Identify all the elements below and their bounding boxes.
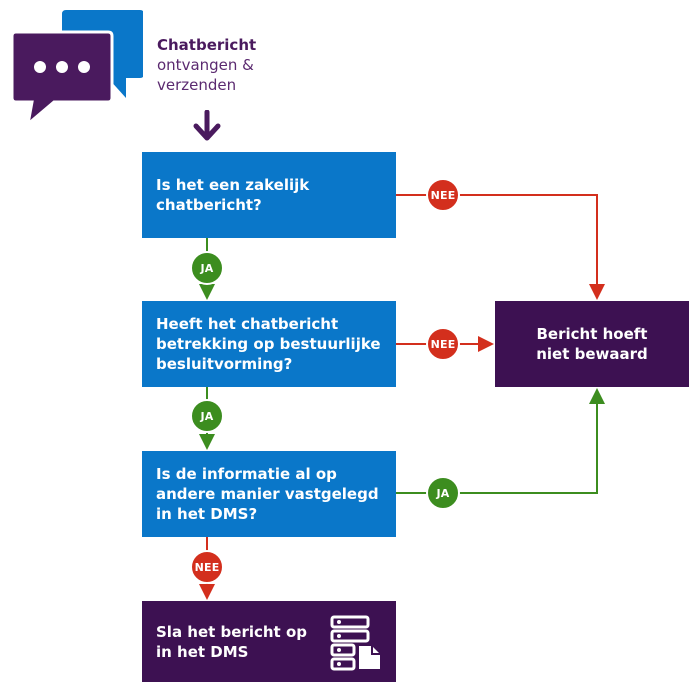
yes-badge-step3: JA — [426, 476, 460, 510]
question3-line2: andere manier vastgelegd — [156, 485, 379, 503]
header-subtitle-line2: verzenden — [157, 76, 237, 94]
outcome-store-line1: Sla het bericht op — [156, 622, 307, 641]
outcome-box-not-stored: Bericht hoeft niet bewaard — [495, 301, 689, 387]
question-box-decision-making: Heeft het chatbericht betrekking op best… — [142, 301, 396, 387]
question1-line2: chatbericht? — [156, 196, 262, 214]
outcome-box-store-dms: Sla het bericht op in het DMS — [142, 601, 396, 682]
no-badge-step1: NEE — [426, 178, 460, 212]
yes-badge-step1: JA — [190, 251, 224, 285]
question-box-business-chat: Is het een zakelijk chatbericht? — [142, 152, 396, 238]
question3-line3: in het DMS? — [156, 505, 258, 523]
connector-step3-notstored — [396, 388, 605, 494]
header-text: Chatbericht ontvangen & verzenden — [157, 35, 256, 95]
yes-badge-step2: JA — [190, 399, 224, 433]
outcome-not-stored-line1: Bericht hoeft — [536, 325, 648, 343]
outcome-not-stored-line2: niet bewaard — [536, 345, 648, 363]
question2-line3: besluitvorming? — [156, 355, 293, 373]
question1-line1: Is het een zakelijk — [156, 176, 310, 194]
question2-line1: Heeft het chatbericht — [156, 315, 339, 333]
header-title: Chatbericht — [157, 36, 257, 54]
server-document-icon — [328, 613, 384, 671]
header-subtitle-line1: ontvangen & — [157, 56, 254, 74]
question2-line2: betrekking op bestuurlijke — [156, 335, 381, 353]
no-badge-step3: NEE — [190, 550, 224, 584]
question3-line1: Is de informatie al op — [156, 465, 337, 483]
question-box-already-recorded: Is de informatie al op andere manier vas… — [142, 451, 396, 537]
connector-step1-notstored — [396, 194, 605, 300]
outcome-store-line2: in het DMS — [156, 642, 249, 661]
no-badge-step2: NEE — [426, 327, 460, 361]
chat-bubbles-icon — [8, 6, 144, 128]
down-arrow-icon — [192, 109, 222, 142]
